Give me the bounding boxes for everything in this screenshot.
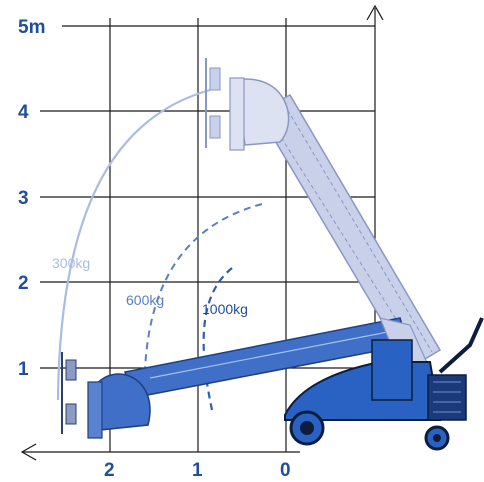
lifting-machine	[284, 317, 484, 451]
y-label-3: 3	[18, 188, 29, 209]
x-label-2: 2	[104, 460, 115, 481]
curve-300kg	[56, 88, 211, 401]
curve-600kg	[144, 203, 263, 371]
y-label-4: 4	[18, 102, 29, 123]
boom-lowered	[61, 317, 409, 439]
curve-1000kg	[202, 267, 233, 411]
label-1000kg: 1000kg	[202, 301, 248, 317]
x-label-0: 0	[280, 460, 291, 481]
label-300kg: 300kg	[52, 255, 90, 271]
boom-raised	[205, 58, 442, 370]
y-label-1: 1	[18, 359, 29, 380]
arrow-up-icon	[366, 4, 384, 21]
arrow-left-icon	[20, 443, 37, 461]
y-label-2: 2	[18, 273, 29, 294]
x-label-1: 1	[192, 460, 203, 481]
label-600kg: 600kg	[126, 292, 164, 308]
y-label-5: 5m	[18, 17, 45, 38]
